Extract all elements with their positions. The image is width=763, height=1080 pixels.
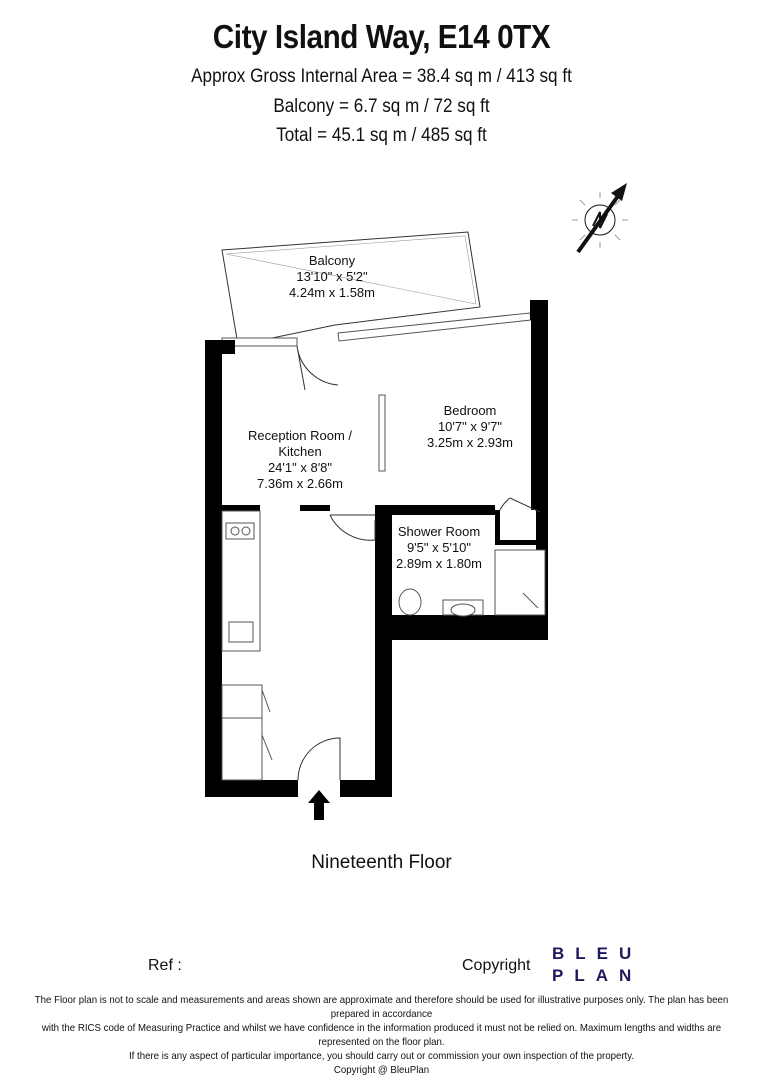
room-name: Bedroom [443,403,497,418]
room-label-bedroom: Bedroom 10'7" x 9'7" 3.25m x 2.93m [400,403,540,451]
bleuplan-logo: BLEU PLAN [552,943,642,987]
copyright-label: Copyright [462,957,531,974]
disclaimer-line: with the RICS code of Measuring Practice… [41,1022,722,1048]
room-imperial: 10'7" x 9'7" [437,419,503,434]
room-imperial: 24'1" x 8'8" [267,460,333,475]
disclaimer-line: Copyright @ BleuPlan [333,1064,430,1076]
room-name: Balcony [308,253,356,268]
room-label-shower: Shower Room 9'5" x 5'10" 2.89m x 1.80m [369,524,509,572]
north-arrow-icon [572,183,628,254]
balcony-door [296,345,339,391]
room-imperial: 9'5" x 5'10" [406,540,472,555]
page-title: City Island Way, E14 0TX [212,18,551,55]
room-imperial: 13'10" x 5'2" [296,269,368,284]
floor-plan [205,183,628,820]
gross-area: Approx Gross Internal Area = 38.4 sq m /… [191,66,572,87]
total-area: Total = 45.1 sq m / 485 sq ft [276,125,487,146]
disclaimer: The Floor plan is not to scale and measu… [31,993,733,1077]
entrance-door [297,737,341,781]
room-metric: 3.25m x 2.93m [427,435,513,450]
room-metric: 2.89m x 1.80m [396,556,482,571]
logo-line2: PLAN [552,966,643,985]
room-metric: 7.36m x 2.66m [257,476,343,491]
walls [205,300,548,797]
room-name: Shower Room [397,524,481,539]
ref-label: Ref : [148,957,182,974]
logo-line1: BLEU [552,944,643,963]
room-label-reception: Reception Room / Kitchen 24'1" x 8'8" 7.… [230,428,370,492]
balcony-area: Balcony = 6.7 sq m / 72 sq ft [273,96,490,117]
room-name: Reception Room / [247,428,353,443]
disclaimer-line: The Floor plan is not to scale and measu… [34,994,729,1020]
balcony-outline [221,231,481,346]
room-metric: 4.24m x 1.58m [289,285,375,300]
disclaimer-line: If there is any aspect of particular imp… [128,1050,635,1062]
room-name: Kitchen [278,444,322,459]
room-label-balcony: Balcony 13'10" x 5'2" 4.24m x 1.58m [262,253,402,301]
entrance-arrow-icon [308,790,330,820]
floor-label: Nineteenth Floor [311,852,452,873]
